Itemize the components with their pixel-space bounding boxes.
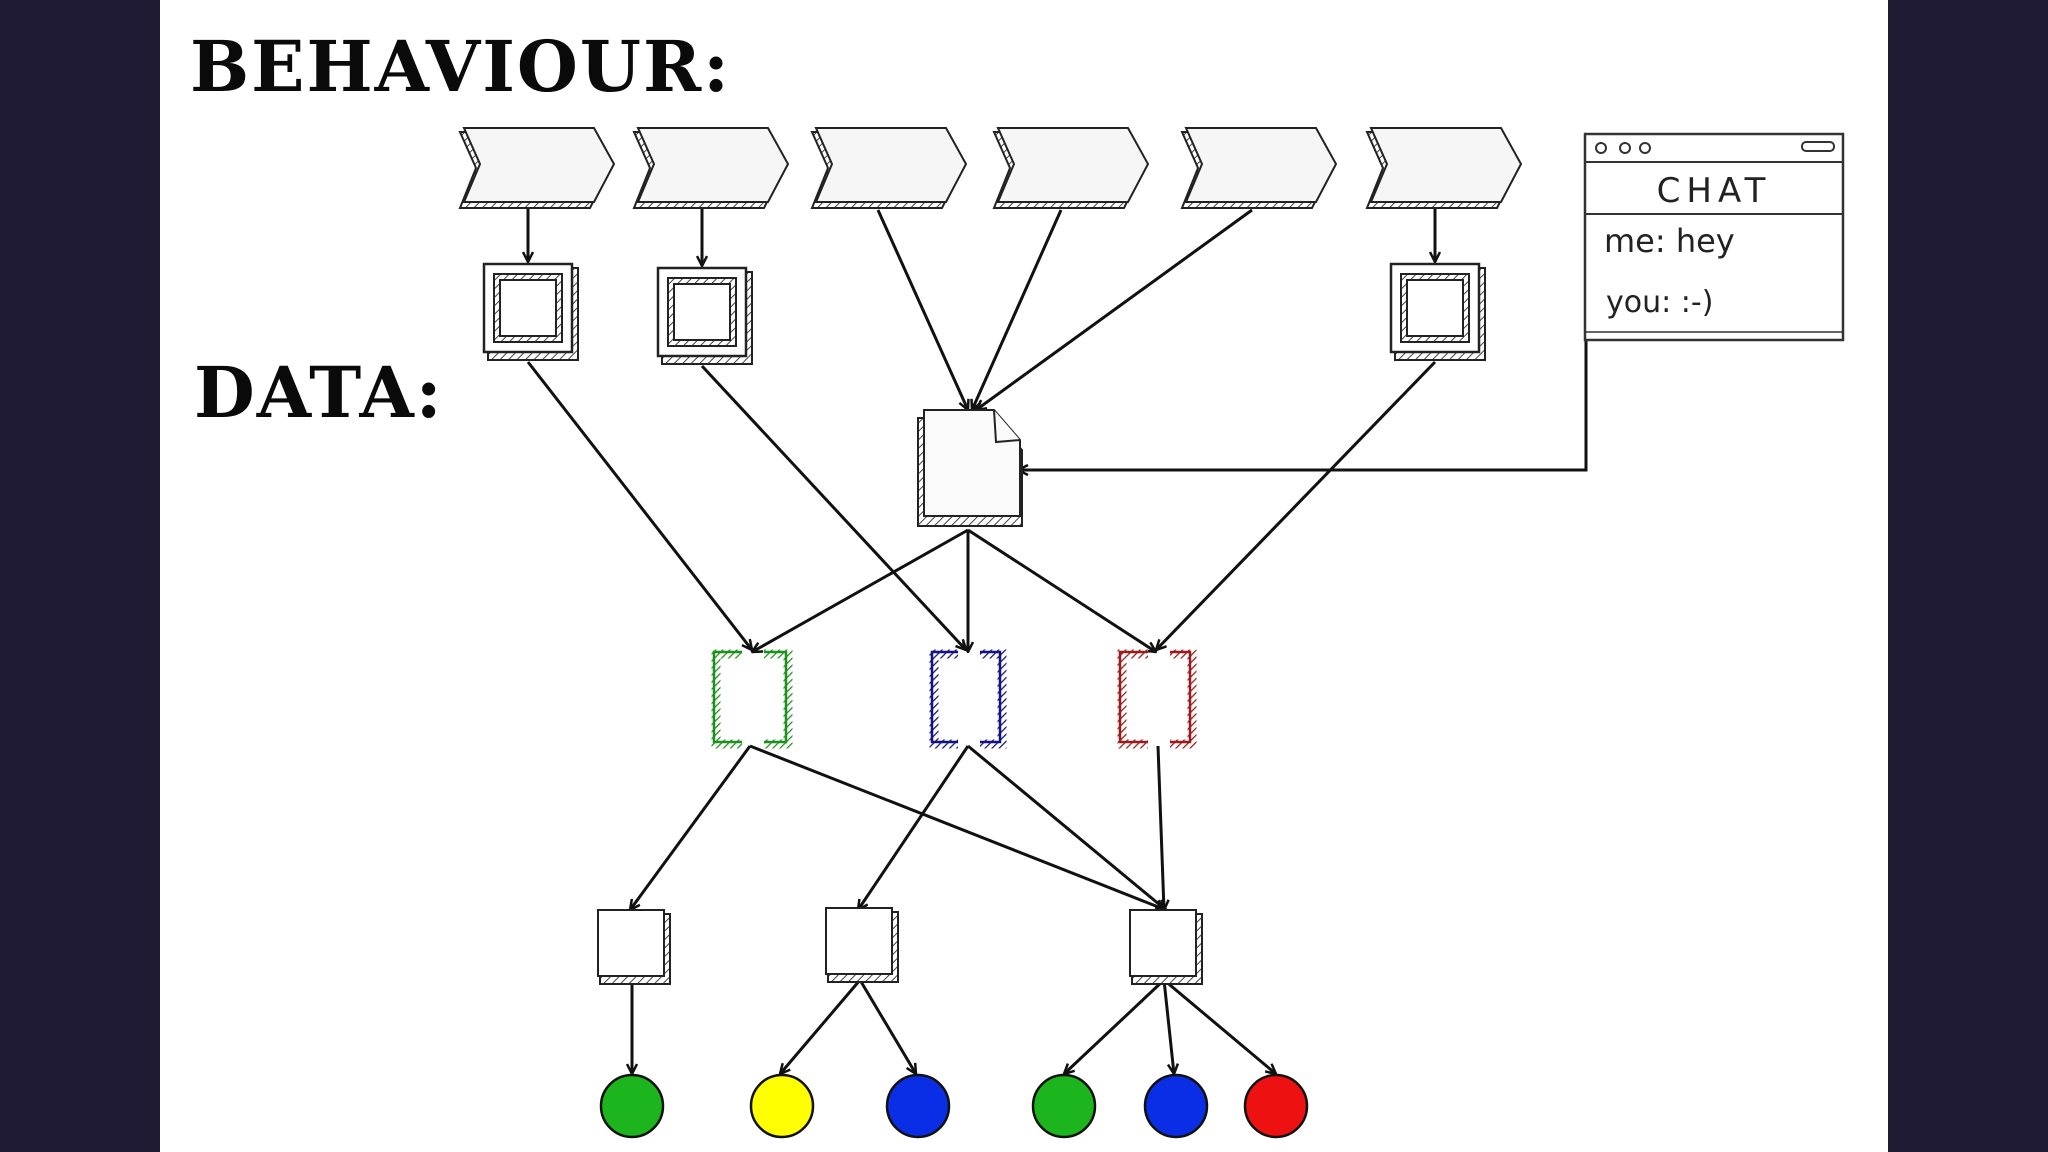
- edge-green-box1: [630, 745, 752, 910]
- circle-icon: [885, 1073, 951, 1139]
- edge-box3-c-green: [1064, 978, 1166, 1074]
- chevron-icon: [1366, 127, 1522, 209]
- circle-icon: [1143, 1073, 1209, 1139]
- edge-box3-c-blue: [1162, 979, 1174, 1074]
- edge-b3-doc: [876, 209, 968, 410]
- edge-box2-c-blue: [858, 979, 916, 1074]
- small-box-icon: [825, 907, 899, 983]
- chevron-icon: [993, 127, 1149, 209]
- chevron-icon: [811, 127, 967, 209]
- edge-c1-green: [526, 361, 752, 650]
- framed-square-icon: [1389, 262, 1487, 362]
- edge-doc-green: [752, 528, 969, 652]
- framed-square-icon: [482, 262, 580, 362]
- framed-square-icon: [656, 266, 754, 366]
- chat-window: CHAT me: hey you: :-): [1583, 132, 1845, 342]
- bracket-icon: [711, 649, 793, 749]
- circle-icon: [749, 1073, 815, 1139]
- small-box-icon: [597, 909, 671, 985]
- edge-c2-blue: [700, 364, 966, 650]
- chevron-icon: [1181, 127, 1337, 209]
- arrays-row: [711, 649, 1197, 749]
- edge-b4-doc: [972, 209, 1063, 410]
- edge-blue-box2: [858, 745, 970, 910]
- chat-message: you: :-): [1606, 285, 1713, 320]
- edge-c3-red: [1156, 360, 1437, 650]
- circle-icon: [1243, 1073, 1309, 1139]
- connectors: [526, 208, 1588, 1074]
- edge-chat-doc: [1018, 340, 1588, 470]
- edge-red-box3: [1156, 745, 1164, 910]
- chat-title: CHAT: [1657, 171, 1772, 211]
- bracket-icon: [1117, 649, 1197, 749]
- edge-green-box3: [749, 744, 1166, 910]
- circle-icon: [599, 1073, 665, 1139]
- bracket-icon: [929, 649, 1007, 749]
- edge-blue-box3: [967, 744, 1166, 910]
- document-icon: [917, 409, 1023, 527]
- small-box-icon: [1129, 909, 1203, 985]
- window-dots-icon: [1595, 141, 1835, 154]
- values-row: [599, 1073, 1309, 1139]
- edge-box2-c-yellow: [780, 979, 862, 1074]
- behaviour-heading: BEHAVIOUR:: [190, 25, 731, 108]
- chevron-icon: [633, 127, 789, 209]
- chevron-icon: [459, 127, 615, 209]
- components-row: [482, 262, 1487, 366]
- edge-b5-doc: [976, 208, 1253, 410]
- edge-doc-red: [967, 528, 1156, 652]
- records-row: [597, 907, 1203, 985]
- chat-message: me: hey: [1604, 222, 1735, 260]
- circle-icon: [1031, 1073, 1097, 1139]
- edge-box3-c-red: [1163, 978, 1276, 1074]
- data-heading: DATA:: [194, 351, 444, 434]
- behaviour-row: [459, 127, 1522, 209]
